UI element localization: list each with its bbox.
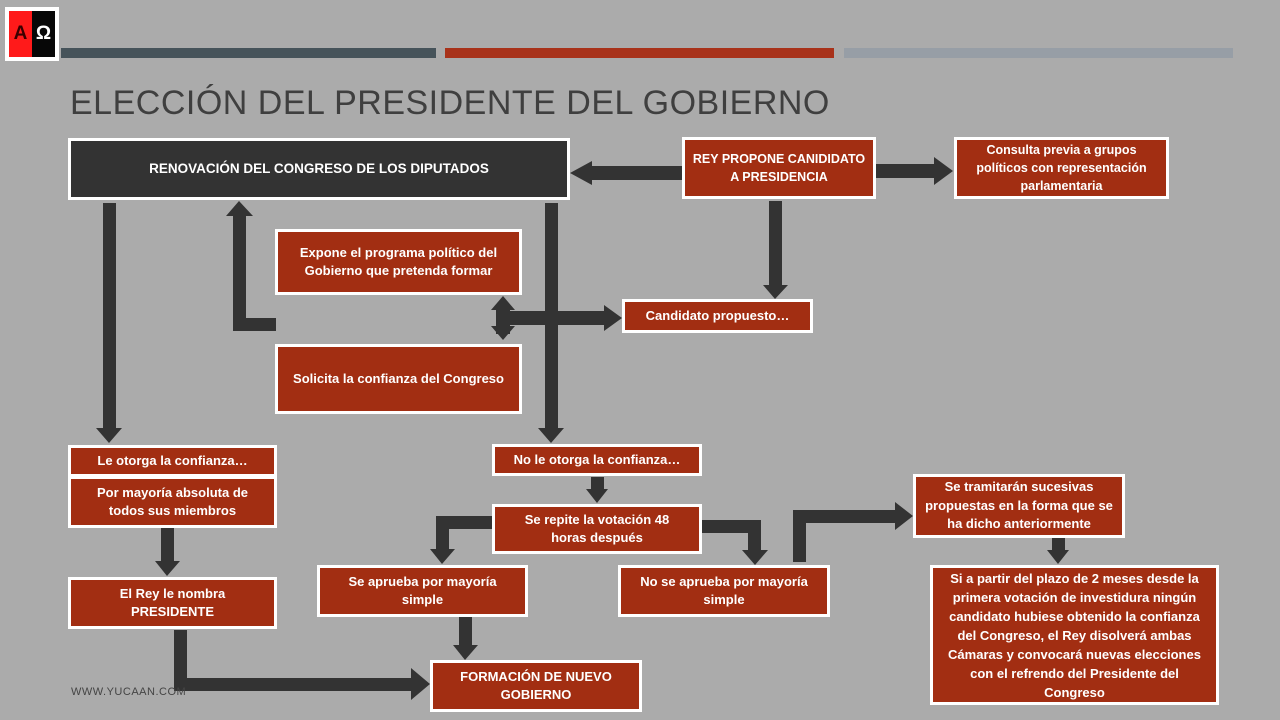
header-bar-slate	[61, 48, 436, 58]
header-bar-gray	[844, 48, 1233, 58]
arrow-rey-to-renovacion	[570, 161, 682, 185]
node-rey-nombra: El Rey le nombra PRESIDENTE	[68, 577, 277, 629]
logo: A Ω	[5, 7, 59, 61]
arrow-rey-to-consulta	[876, 157, 953, 185]
node-mayoria-absoluta: Por mayoría absoluta de todos sus miembr…	[68, 476, 277, 528]
logo-alpha: A	[9, 11, 32, 57]
footer-website: WWW.YUCAAN.COM	[71, 686, 187, 698]
header-bar-red	[445, 48, 834, 58]
node-expone-programa: Expone el programa político del Gobierno…	[275, 229, 522, 295]
arrow-repite-to-no-aprueba	[701, 520, 768, 565]
node-se-aprueba: Se aprueba por mayoría simple	[317, 565, 528, 617]
arrow-no-aprueba-to-tramitaran	[793, 502, 913, 562]
page-title: ELECCIÓN DEL PRESIDENTE DEL GOBIERNO	[70, 84, 830, 122]
arrow-repite-to-se-aprueba	[430, 516, 493, 564]
node-renovacion-congreso: RENOVACIÓN DEL CONGRESO DE LOS DIPUTADOS	[68, 138, 570, 200]
arrow-renovacion-to-le-otorga	[96, 203, 122, 443]
arrow-se-aprueba-to-formacion	[453, 616, 478, 660]
arrow-expone-back-to-renovacion	[226, 201, 276, 331]
node-tramitaran: Se tramitarán sucesivas propuestas en la…	[913, 474, 1125, 538]
node-no-otorga: No le otorga la confianza…	[492, 444, 702, 476]
arrow-rey-nombra-to-formacion	[174, 630, 430, 700]
node-solicita-confianza: Solicita la confianza del Congreso	[275, 344, 522, 414]
node-candidato-propuesto: Candidato propuesto…	[622, 299, 813, 333]
node-rey-propone: REY PROPONE CANIDIDATO A PRESIDENCIA	[682, 137, 876, 199]
arrow-mayoria-to-rey-nombra	[155, 528, 180, 576]
arrow-no-otorga-to-repite	[586, 477, 608, 503]
node-no-se-aprueba: No se aprueba por mayoría simple	[618, 565, 830, 617]
node-formacion-gobierno: FORMACIÓN DE NUEVO GOBIERNO	[430, 660, 642, 712]
node-consulta-grupos: Consulta previa a grupos políticos con r…	[954, 137, 1169, 199]
arrow-renovacion-to-no-otorga	[538, 203, 564, 443]
node-plazo-dos-meses: Si a partir del plazo de 2 meses desde l…	[930, 565, 1219, 705]
logo-omega: Ω	[32, 11, 55, 57]
arrow-rey-to-candidato	[763, 201, 788, 299]
arrow-tramitaran-to-plazo	[1047, 538, 1069, 564]
node-le-otorga: Le otorga la confianza…	[68, 445, 277, 477]
node-repite-votacion: Se repite la votación 48 horas después	[492, 504, 702, 554]
